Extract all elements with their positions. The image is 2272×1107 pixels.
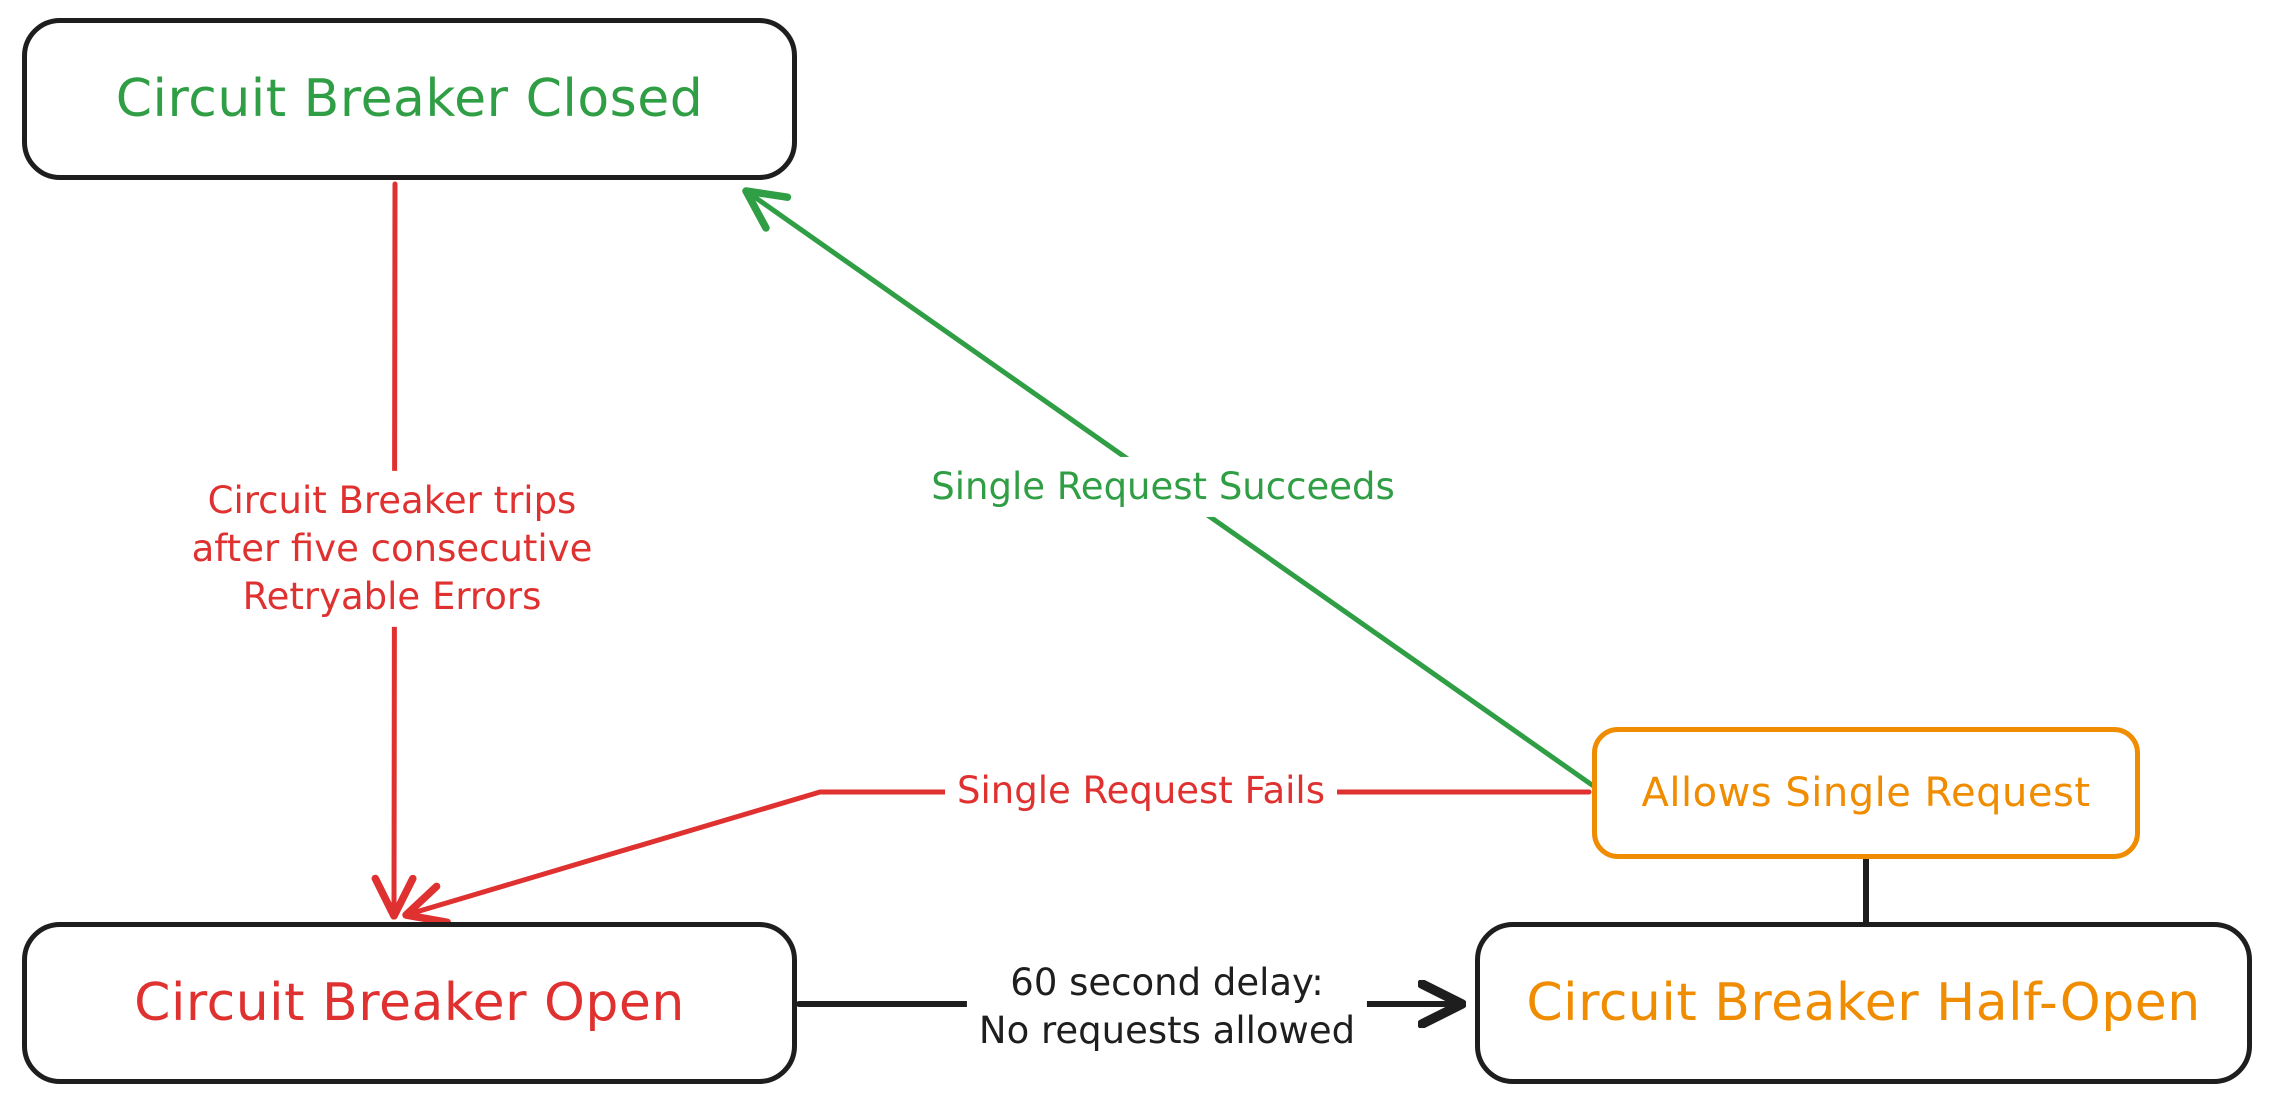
- edge-label-delay-line-1: 60 second delay:: [1010, 960, 1324, 1004]
- node-circuit-breaker-open: Circuit Breaker Open: [22, 922, 797, 1084]
- node-circuit-breaker-closed: Circuit Breaker Closed: [22, 18, 797, 180]
- edge-label-trips-line-1: Circuit Breaker trips: [207, 478, 577, 522]
- node-circuit-breaker-half-open: Circuit Breaker Half-Open: [1475, 922, 2252, 1084]
- node-circuit-breaker-open-label: Circuit Breaker Open: [134, 973, 685, 1033]
- edge-label-trips-line-2: after five consecutive: [191, 526, 593, 570]
- edge-label-single-request-fails-text: Single Request Fails: [957, 768, 1325, 812]
- edge-label-single-request-fails: Single Request Fails: [945, 760, 1337, 822]
- edge-label-delay-line-2: No requests allowed: [978, 1009, 1356, 1052]
- edge-label-trips-line-3: Retryable Errors: [242, 575, 542, 619]
- edge-label-single-request-succeeds-text: Single Request Succeeds: [931, 464, 1395, 508]
- node-allows-single-request: Allows Single Request: [1592, 727, 2140, 859]
- edge-label-single-request-succeeds: Single Request Succeeds: [919, 456, 1407, 518]
- node-circuit-breaker-half-open-label: Circuit Breaker Half-Open: [1526, 973, 2201, 1033]
- edge-label-delay: 60 second delay: No requests allowed: [966, 952, 1368, 1062]
- node-allows-single-request-label: Allows Single Request: [1641, 770, 2091, 816]
- node-circuit-breaker-closed-label: Circuit Breaker Closed: [115, 69, 704, 129]
- edge-label-trips: Circuit Breaker trips after five consecu…: [179, 470, 605, 628]
